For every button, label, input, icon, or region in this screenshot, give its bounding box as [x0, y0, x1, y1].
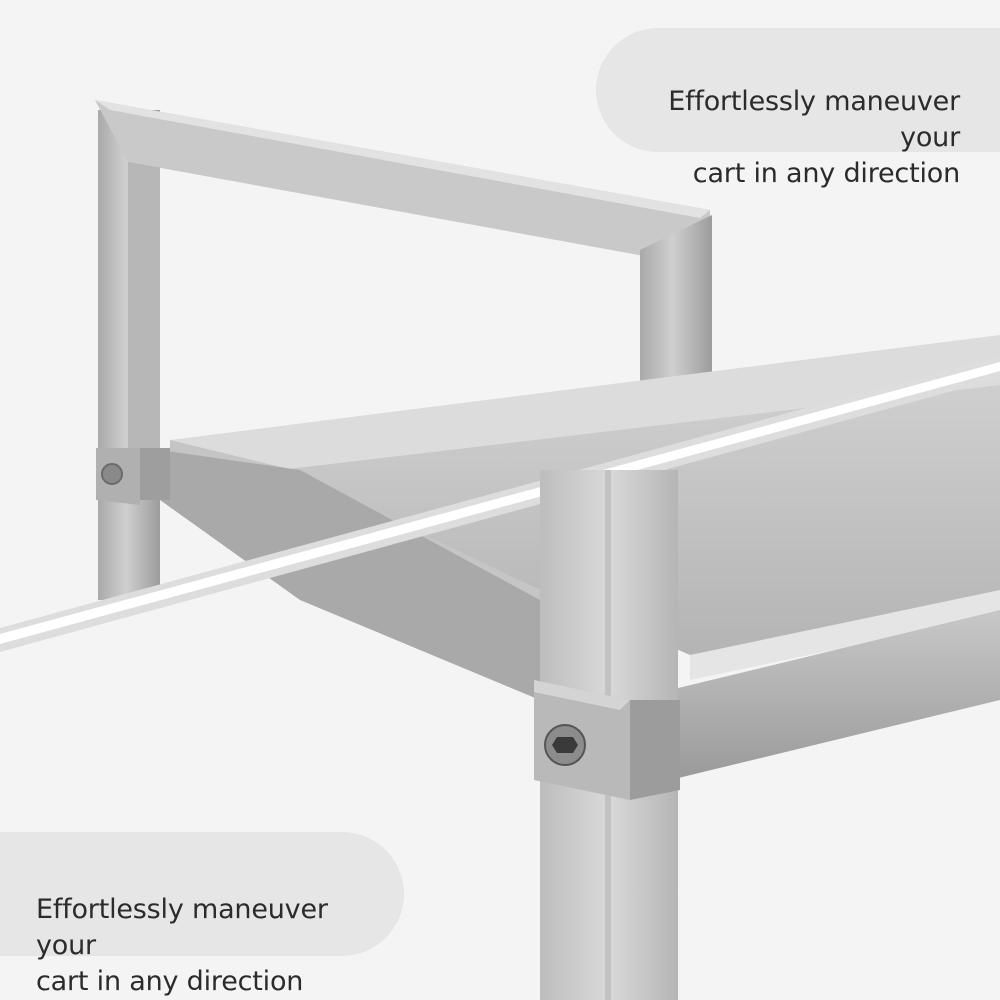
front-bracket	[534, 680, 680, 800]
caption-bottom-text: Effortlessly maneuver your cart in any d…	[36, 894, 328, 997]
hex-bolt-icon	[101, 463, 123, 485]
light-streak	[0, 355, 1000, 652]
cart-handle	[95, 100, 712, 470]
caption-bottom: Effortlessly maneuver your cart in any d…	[0, 832, 404, 997]
caption-top: Effortlessly maneuver your cart in any d…	[596, 28, 1000, 189]
caption-top-text: Effortlessly maneuver your cart in any d…	[668, 86, 960, 189]
rear-bracket	[96, 448, 170, 505]
